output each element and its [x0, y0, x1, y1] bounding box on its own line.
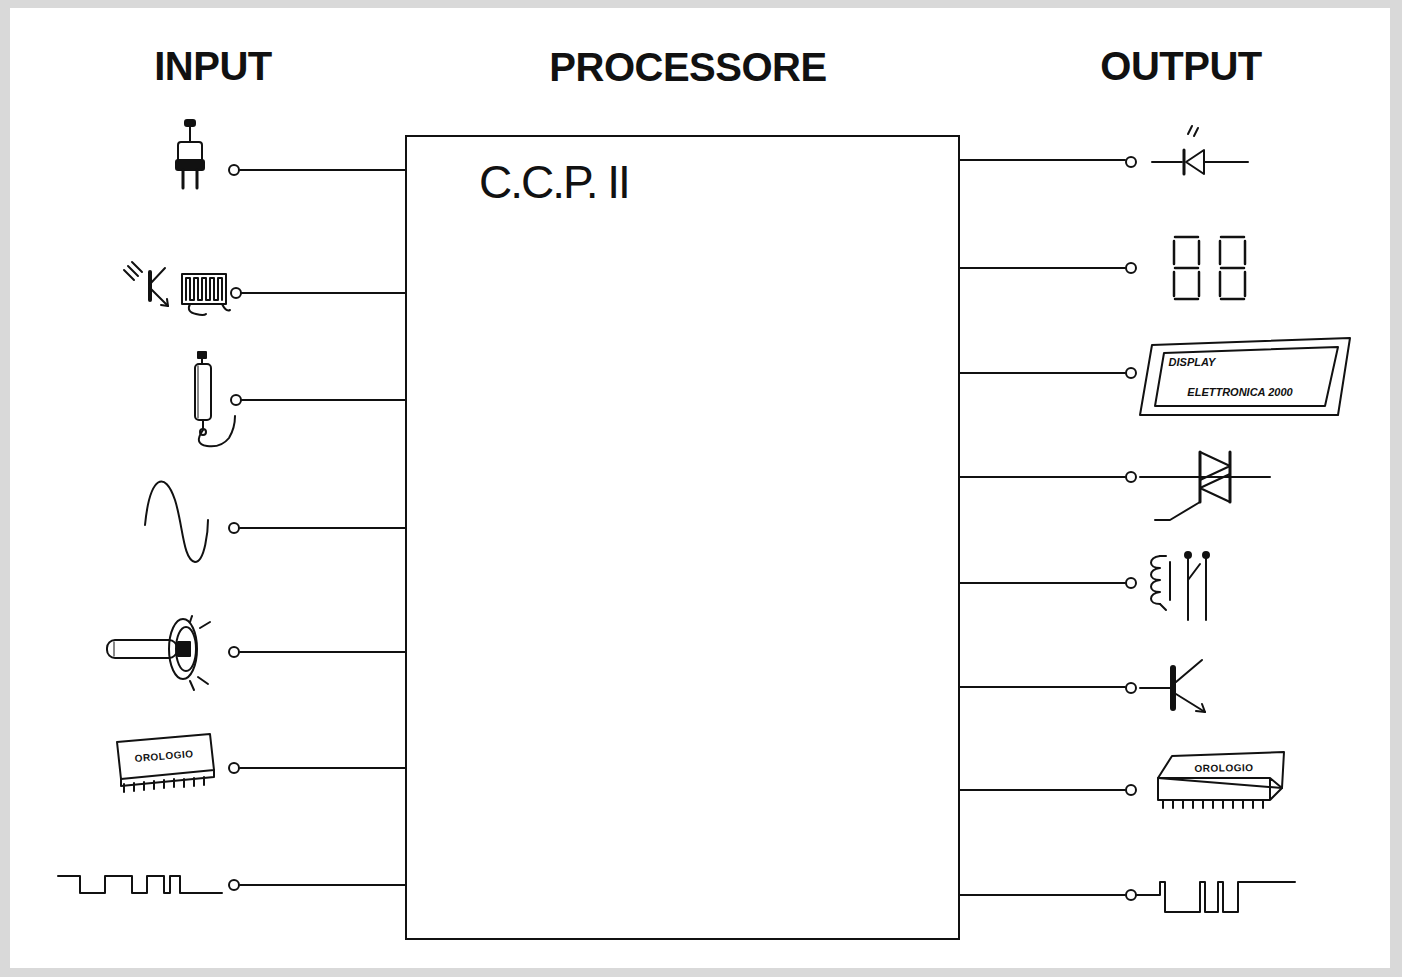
display-text: DISPLAY: [1169, 356, 1216, 368]
clock-chip-symbol: [117, 734, 214, 792]
output-wires: [960, 157, 1136, 900]
display-text: ELETTRONICA 2000: [1187, 386, 1292, 398]
pulse-train-symbol: [1136, 882, 1295, 912]
processor-name: C.C.P. II: [479, 155, 629, 209]
pushbutton-symbol: [176, 120, 204, 188]
triac-symbol: [1140, 452, 1270, 520]
input-wires: [229, 165, 405, 890]
transistor-symbol: [1140, 660, 1205, 712]
seven-segment-display: [1174, 237, 1245, 299]
potentiometer-symbol: [107, 616, 210, 690]
section-heading: OUTPUT: [1100, 44, 1261, 89]
relay-symbol: [1151, 552, 1209, 620]
section-heading: INPUT: [154, 44, 272, 89]
temperature-probe-symbol: [195, 352, 235, 446]
sine-wave-symbol: [145, 481, 208, 562]
phototransistor-straingauge-symbol: [124, 262, 230, 315]
chip-label: OROLOGIO: [1194, 762, 1253, 774]
lcd-display-symbol: [1140, 338, 1350, 415]
led-symbol: [1152, 126, 1248, 174]
processor-heading: PROCESSORE: [549, 45, 826, 90]
pulse-train-symbol: [58, 876, 222, 893]
processor-box: PROCESSOREC.C.P. II: [405, 135, 960, 940]
clock-chip-symbol: [1158, 752, 1284, 808]
